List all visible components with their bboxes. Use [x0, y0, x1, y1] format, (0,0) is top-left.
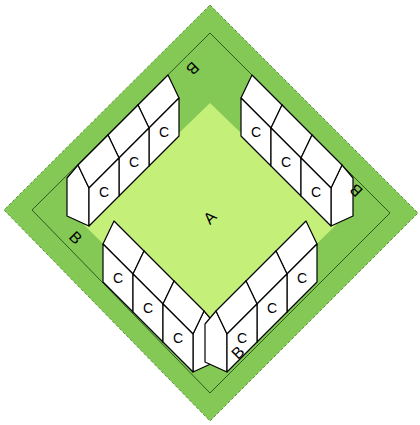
- courtyard: [84, 103, 336, 348]
- boundary-line: [32, 33, 390, 393]
- house-label: C: [311, 185, 321, 199]
- house-label: C: [159, 125, 169, 139]
- house-label: C: [113, 271, 123, 285]
- house-label: C: [173, 331, 183, 345]
- site-ground: [4, 5, 418, 421]
- house-label: C: [297, 271, 307, 285]
- house-label: C: [237, 331, 247, 345]
- house-label: C: [267, 301, 277, 315]
- house-label: C: [143, 301, 153, 315]
- house-label: C: [99, 185, 109, 199]
- house-label: C: [129, 155, 139, 169]
- house-label: C: [281, 155, 291, 169]
- house-label: C: [251, 125, 261, 139]
